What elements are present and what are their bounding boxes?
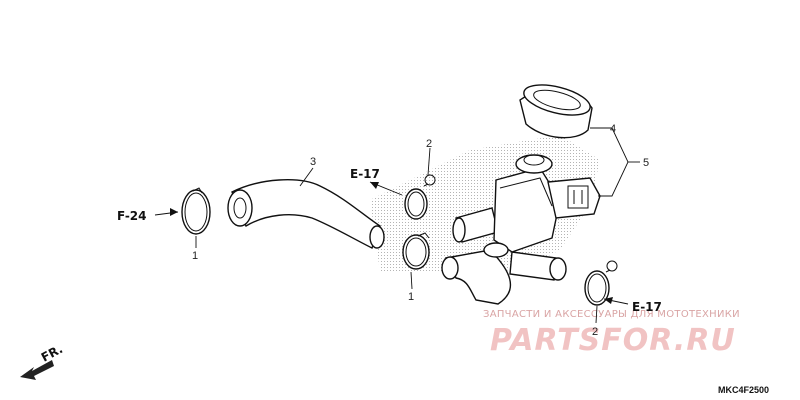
watermark-tagline: ЗАПЧАСТИ И АКСЕССУАРЫ ДЛЯ МОТОТЕХНИКИ [483,309,740,320]
clamp-part-1-left [181,187,211,235]
rubber-cap-part-4 [519,84,593,139]
front-arrow-icon [20,360,54,380]
label-part-5: 5 [643,157,649,169]
ref-arrows [154,181,629,305]
label-part-3: 3 [310,156,316,168]
label-part-4: 4 [610,123,616,135]
clamp-part-2-bottom [584,260,618,306]
label-part-1-right: 1 [408,291,414,303]
leader-lines [195,127,640,324]
clamp-part-1-right [402,232,430,270]
ref-e17-top: E-17 [350,167,380,181]
ref-e17-right: E-17 [632,300,662,314]
label-part-1-left: 1 [192,250,198,262]
valve-assembly-part-5 [441,154,601,305]
watermark-brand: PARTSFOR.RU [490,323,736,358]
ref-f24: F-24 [117,209,147,223]
label-part-2-top: 2 [426,138,432,150]
label-part-2-bottom: 2 [592,326,598,338]
diagram-code: MKC4F2500 [718,385,769,395]
hose-part-3 [227,179,385,249]
clamp-part-2-top [404,174,436,220]
